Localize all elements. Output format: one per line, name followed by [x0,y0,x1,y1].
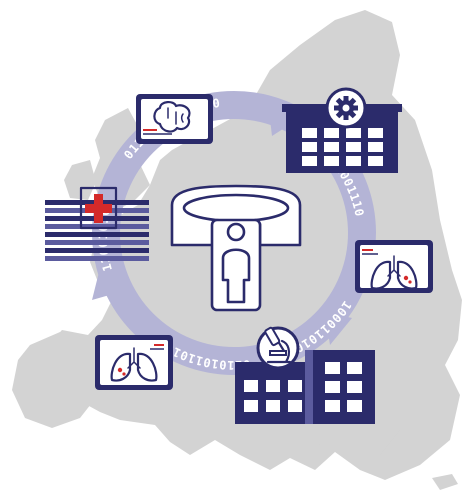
lung-xray-screen-left [95,335,173,390]
hospital-gear-building [282,87,402,173]
microscope-tube [264,326,281,347]
lab-building-shadow [305,350,313,424]
lungs-icon [110,347,158,382]
patient-head [226,222,246,242]
window [266,400,280,412]
europe-cyprus [432,474,458,490]
record-line [45,248,149,253]
lesion-mark [408,280,412,284]
right-lung [136,352,158,382]
window [244,380,258,392]
brain-scan-screen [136,94,213,144]
window [324,142,339,152]
ring-arrow-top [268,102,300,136]
window [346,142,361,152]
window [368,156,383,166]
medical-cross-icon [85,194,112,223]
lesion-mark [117,367,123,373]
window [347,400,362,412]
record-line [45,256,149,261]
brain-icon [153,101,191,133]
window [347,381,362,393]
gear-tooth [334,105,339,111]
window [368,142,383,152]
ring-arrow-left [92,268,120,300]
window [302,128,317,138]
left-lung [110,352,132,382]
window [244,400,258,412]
window [288,400,302,412]
lesion-mark [403,275,409,281]
gear-tooth [343,96,349,101]
window [324,156,339,166]
window [266,380,280,392]
window [346,128,361,138]
record-line [45,240,149,245]
window [325,400,340,412]
window [325,362,340,374]
lab-building-left [235,362,313,424]
research-lab-building [235,326,375,424]
ring-arrow-right [325,312,352,345]
window [368,128,383,138]
medical-record-stack [45,186,149,261]
ct-scanner-with-patient [170,184,302,312]
microscope-icon [264,326,292,364]
lesion-mark [122,372,126,376]
record-line [45,232,149,237]
lungs-icon [370,255,418,290]
right-lung [396,260,418,290]
window [324,128,339,138]
gear-tooth [343,115,349,120]
window [325,381,340,393]
scanner-bore [182,193,290,223]
lung-xray-screen-right [355,240,433,293]
left-lung [370,260,392,290]
patient-body [221,248,251,304]
record-line [45,224,149,229]
window [302,156,317,166]
window [302,142,317,152]
gear-hole [342,104,350,112]
lab-building-windows [244,362,362,412]
europe-iberia [12,332,108,428]
window [346,156,361,166]
window [288,380,302,392]
window [347,362,362,374]
gear-icon [334,96,358,120]
record-badge [79,186,118,230]
europe-ireland [64,160,96,200]
microscope-stage [269,350,287,356]
gear-tooth [353,105,358,111]
brain-folds [167,107,184,125]
europe-sardinia [216,390,234,422]
gear-building-windows [302,128,383,166]
